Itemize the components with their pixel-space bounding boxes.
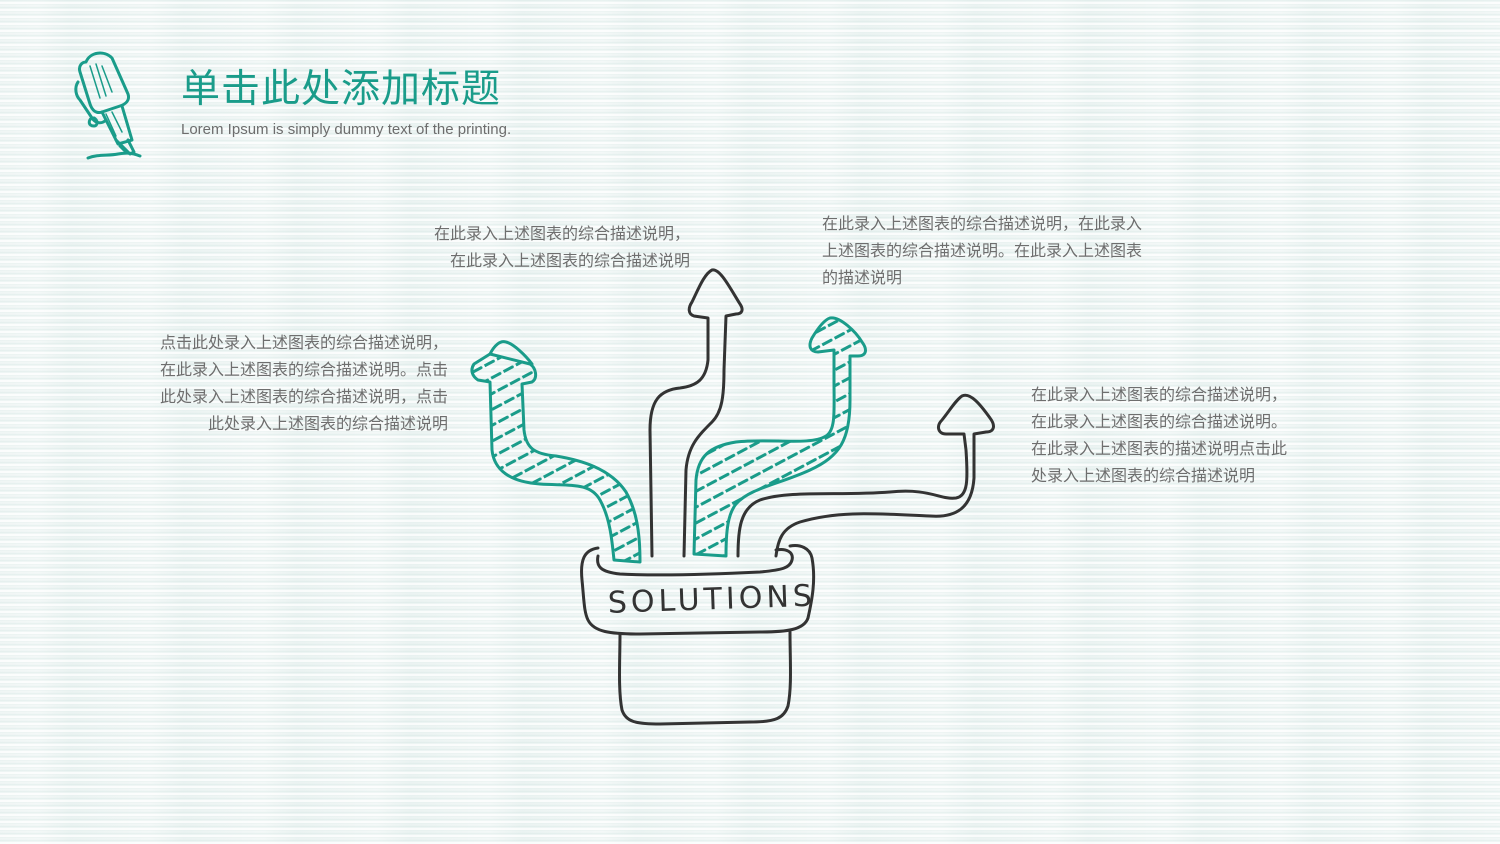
description-line: 此处录入上述图表的综合描述说明，点击	[159, 387, 448, 406]
description-line: 在此录入上述图表的综合描述说明。	[1031, 412, 1288, 431]
pot-base	[618, 630, 792, 726]
arrow-center-right	[692, 316, 867, 558]
description-line: 在此录入上述图表的综合描述说明。点击	[159, 360, 448, 379]
description-line: 处录入上述图表的综合描述说明	[1031, 466, 1256, 485]
description-line: 在此录入上述图表的综合描述说明，	[1031, 385, 1288, 404]
solutions-diagram: SOLUTIONS	[460, 260, 1020, 740]
description-line: 点击此处录入上述图表的综合描述说明，	[159, 333, 448, 352]
arrow-center-tall	[648, 268, 744, 558]
description-top-left[interactable]: 在此录入上述图表的综合描述说明， 在此录入上述图表的综合描述说明	[380, 220, 690, 274]
arrow-far-right	[736, 393, 995, 558]
description-line: 此处录入上述图表的综合描述说明	[207, 414, 448, 433]
arrow-far-left	[470, 340, 642, 564]
description-line: 在此录入上述图表的综合描述说明，在此录入	[822, 214, 1143, 233]
description-line: 上述图表的综合描述说明。在此录入上述图表	[822, 241, 1143, 260]
pot-band: SOLUTIONS	[580, 544, 816, 636]
fountain-pen-icon	[72, 48, 156, 164]
page-title[interactable]: 单击此处添加标题	[181, 67, 502, 112]
description-line: 在此录入上述图表的描述说明点击此	[1031, 439, 1288, 458]
description-line: 的描述说明	[822, 268, 903, 287]
description-left[interactable]: 点击此处录入上述图表的综合描述说明， 在此录入上述图表的综合描述说明。点击 此处…	[100, 329, 448, 437]
page-subtitle[interactable]: Lorem Ipsum is simply dummy text of the …	[181, 121, 512, 138]
solutions-label: SOLUTIONS	[607, 579, 816, 621]
description-line: 在此录入上述图表的综合描述说明	[449, 251, 690, 270]
description-right[interactable]: 在此录入上述图表的综合描述说明， 在此录入上述图表的综合描述说明。 在此录入上述…	[1031, 381, 1287, 489]
description-top-right[interactable]: 在此录入上述图表的综合描述说明，在此录入 上述图表的综合描述说明。在此录入上述图…	[822, 210, 1142, 291]
description-line: 在此录入上述图表的综合描述说明，	[433, 224, 690, 243]
